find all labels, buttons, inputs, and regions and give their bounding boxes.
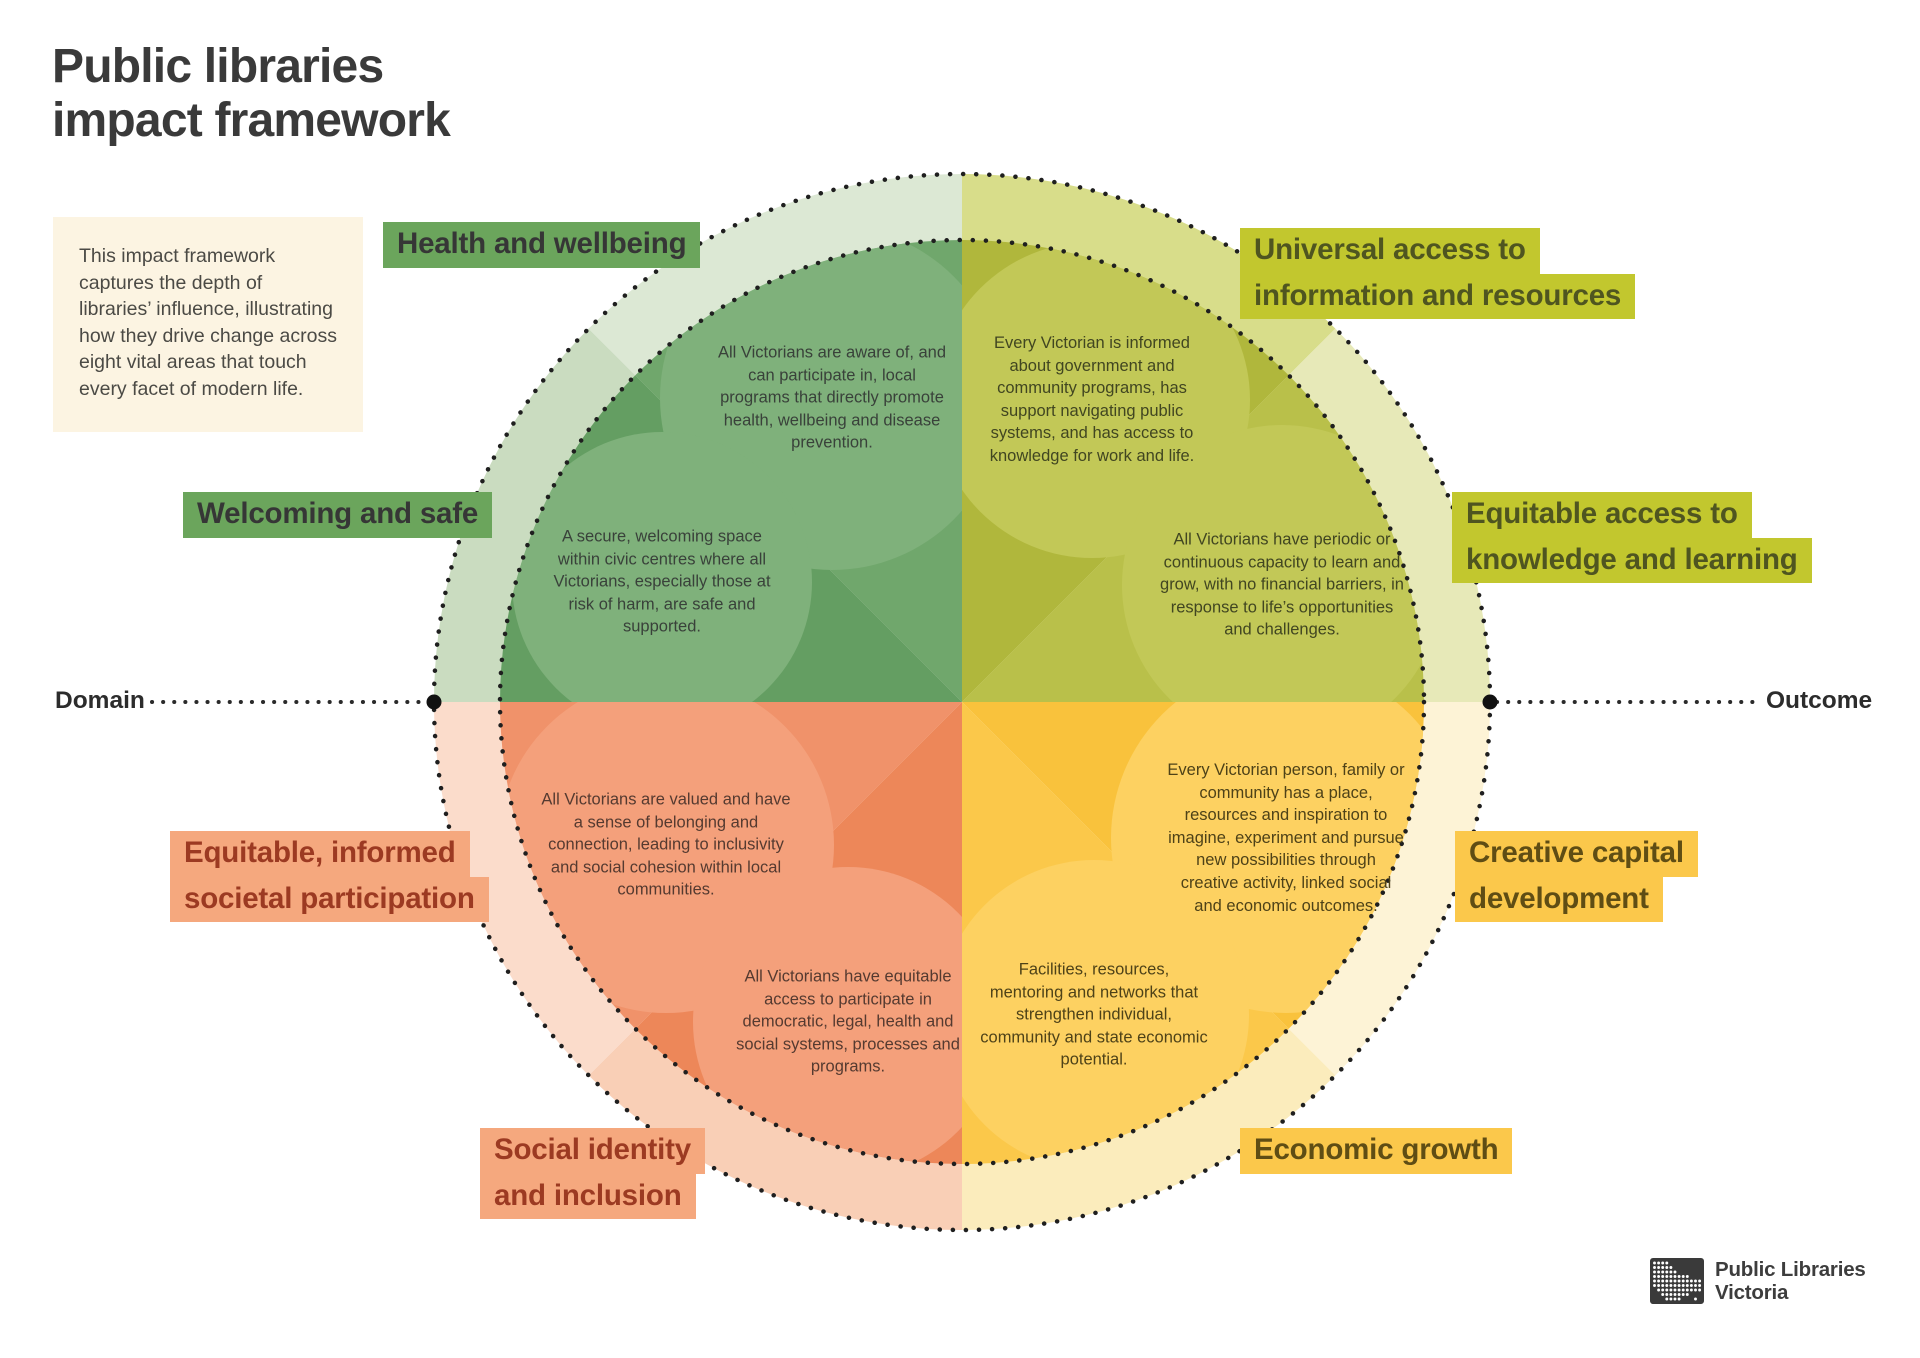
label-equitable-access: Equitable access to knowledge and learni… xyxy=(1452,492,1812,583)
label-creative-capital: Creative capital development xyxy=(1455,831,1698,922)
label-line: information and resources xyxy=(1240,273,1636,319)
plv-logo-icon xyxy=(1650,1258,1704,1304)
label-line: Health and wellbeing xyxy=(383,222,701,268)
label-welcoming-and-safe: Welcoming and safe xyxy=(183,492,493,538)
label-line: and inclusion xyxy=(480,1173,696,1219)
plv-logo: Public Libraries Victoria xyxy=(1650,1258,1866,1305)
outcome-text-social-identity: All Victorians have equitable access to … xyxy=(736,967,960,1076)
outcome-text-creative: Every Victorian person, family or commun… xyxy=(1167,760,1405,915)
outcome-endpoint-dot xyxy=(1482,694,1498,710)
label-line: Creative capital xyxy=(1455,831,1698,877)
outcome-text-equitable-knowledge: All Victorians have periodic or continuo… xyxy=(1160,530,1404,639)
axis-line xyxy=(150,694,1759,710)
label-line: Economic growth xyxy=(1240,1128,1513,1174)
halo-equitable-knowledge xyxy=(1122,425,1424,702)
intro-box: This impact framework captures the depth… xyxy=(53,217,363,433)
label-line: Welcoming and safe xyxy=(183,492,493,538)
label-line: development xyxy=(1455,876,1663,922)
label-line: Equitable, informed xyxy=(170,831,470,877)
page-title-line-1: Public libraries xyxy=(52,40,384,93)
halo-welcoming xyxy=(512,432,812,702)
outcome-text-economic: Facilities, resources, mentoring and net… xyxy=(980,960,1208,1069)
label-health-and-wellbeing: Health and wellbeing xyxy=(383,222,701,268)
halo-economic xyxy=(962,860,1249,1164)
label-economic-growth: Economic growth xyxy=(1240,1128,1513,1174)
label-social-identity: Social identity and inclusion xyxy=(480,1128,705,1219)
inner-dotted-circle xyxy=(497,237,1427,1167)
label-line: societal participation xyxy=(170,876,489,922)
page-title-line-2: impact framework xyxy=(52,93,451,147)
outcome-halos xyxy=(500,240,1424,1164)
outcome-text-societal: All Victorians are valued and have a sen… xyxy=(541,790,791,899)
label-line: Universal access to xyxy=(1240,228,1540,274)
label-line: Social identity xyxy=(480,1128,705,1174)
axis-label-domain: Domain xyxy=(55,687,145,714)
outcome-text-welcoming: A secure, welcoming space within civic c… xyxy=(553,527,771,636)
label-line: Equitable access to xyxy=(1452,492,1752,538)
outcome-text-universal: Every Victorian is informed about govern… xyxy=(989,334,1195,466)
domain-endpoint-dot xyxy=(426,694,442,710)
halo-social-identity xyxy=(693,867,962,1164)
label-line: knowledge and learning xyxy=(1452,537,1812,583)
axis-label-outcome: Outcome xyxy=(1766,687,1873,714)
label-universal-access: Universal access to information and reso… xyxy=(1240,228,1636,319)
outcome-text-health: All Victorians are aware of, and can par… xyxy=(717,343,947,452)
plv-logo-text: Public Libraries Victoria xyxy=(1715,1258,1866,1305)
page-title: Public libraries impact framework xyxy=(52,40,451,148)
plv-logo-line-2: Victoria xyxy=(1715,1280,1789,1304)
plv-logo-line-1: Public Libraries xyxy=(1715,1258,1866,1281)
label-societal-participation: Equitable, informed societal participati… xyxy=(170,831,489,922)
